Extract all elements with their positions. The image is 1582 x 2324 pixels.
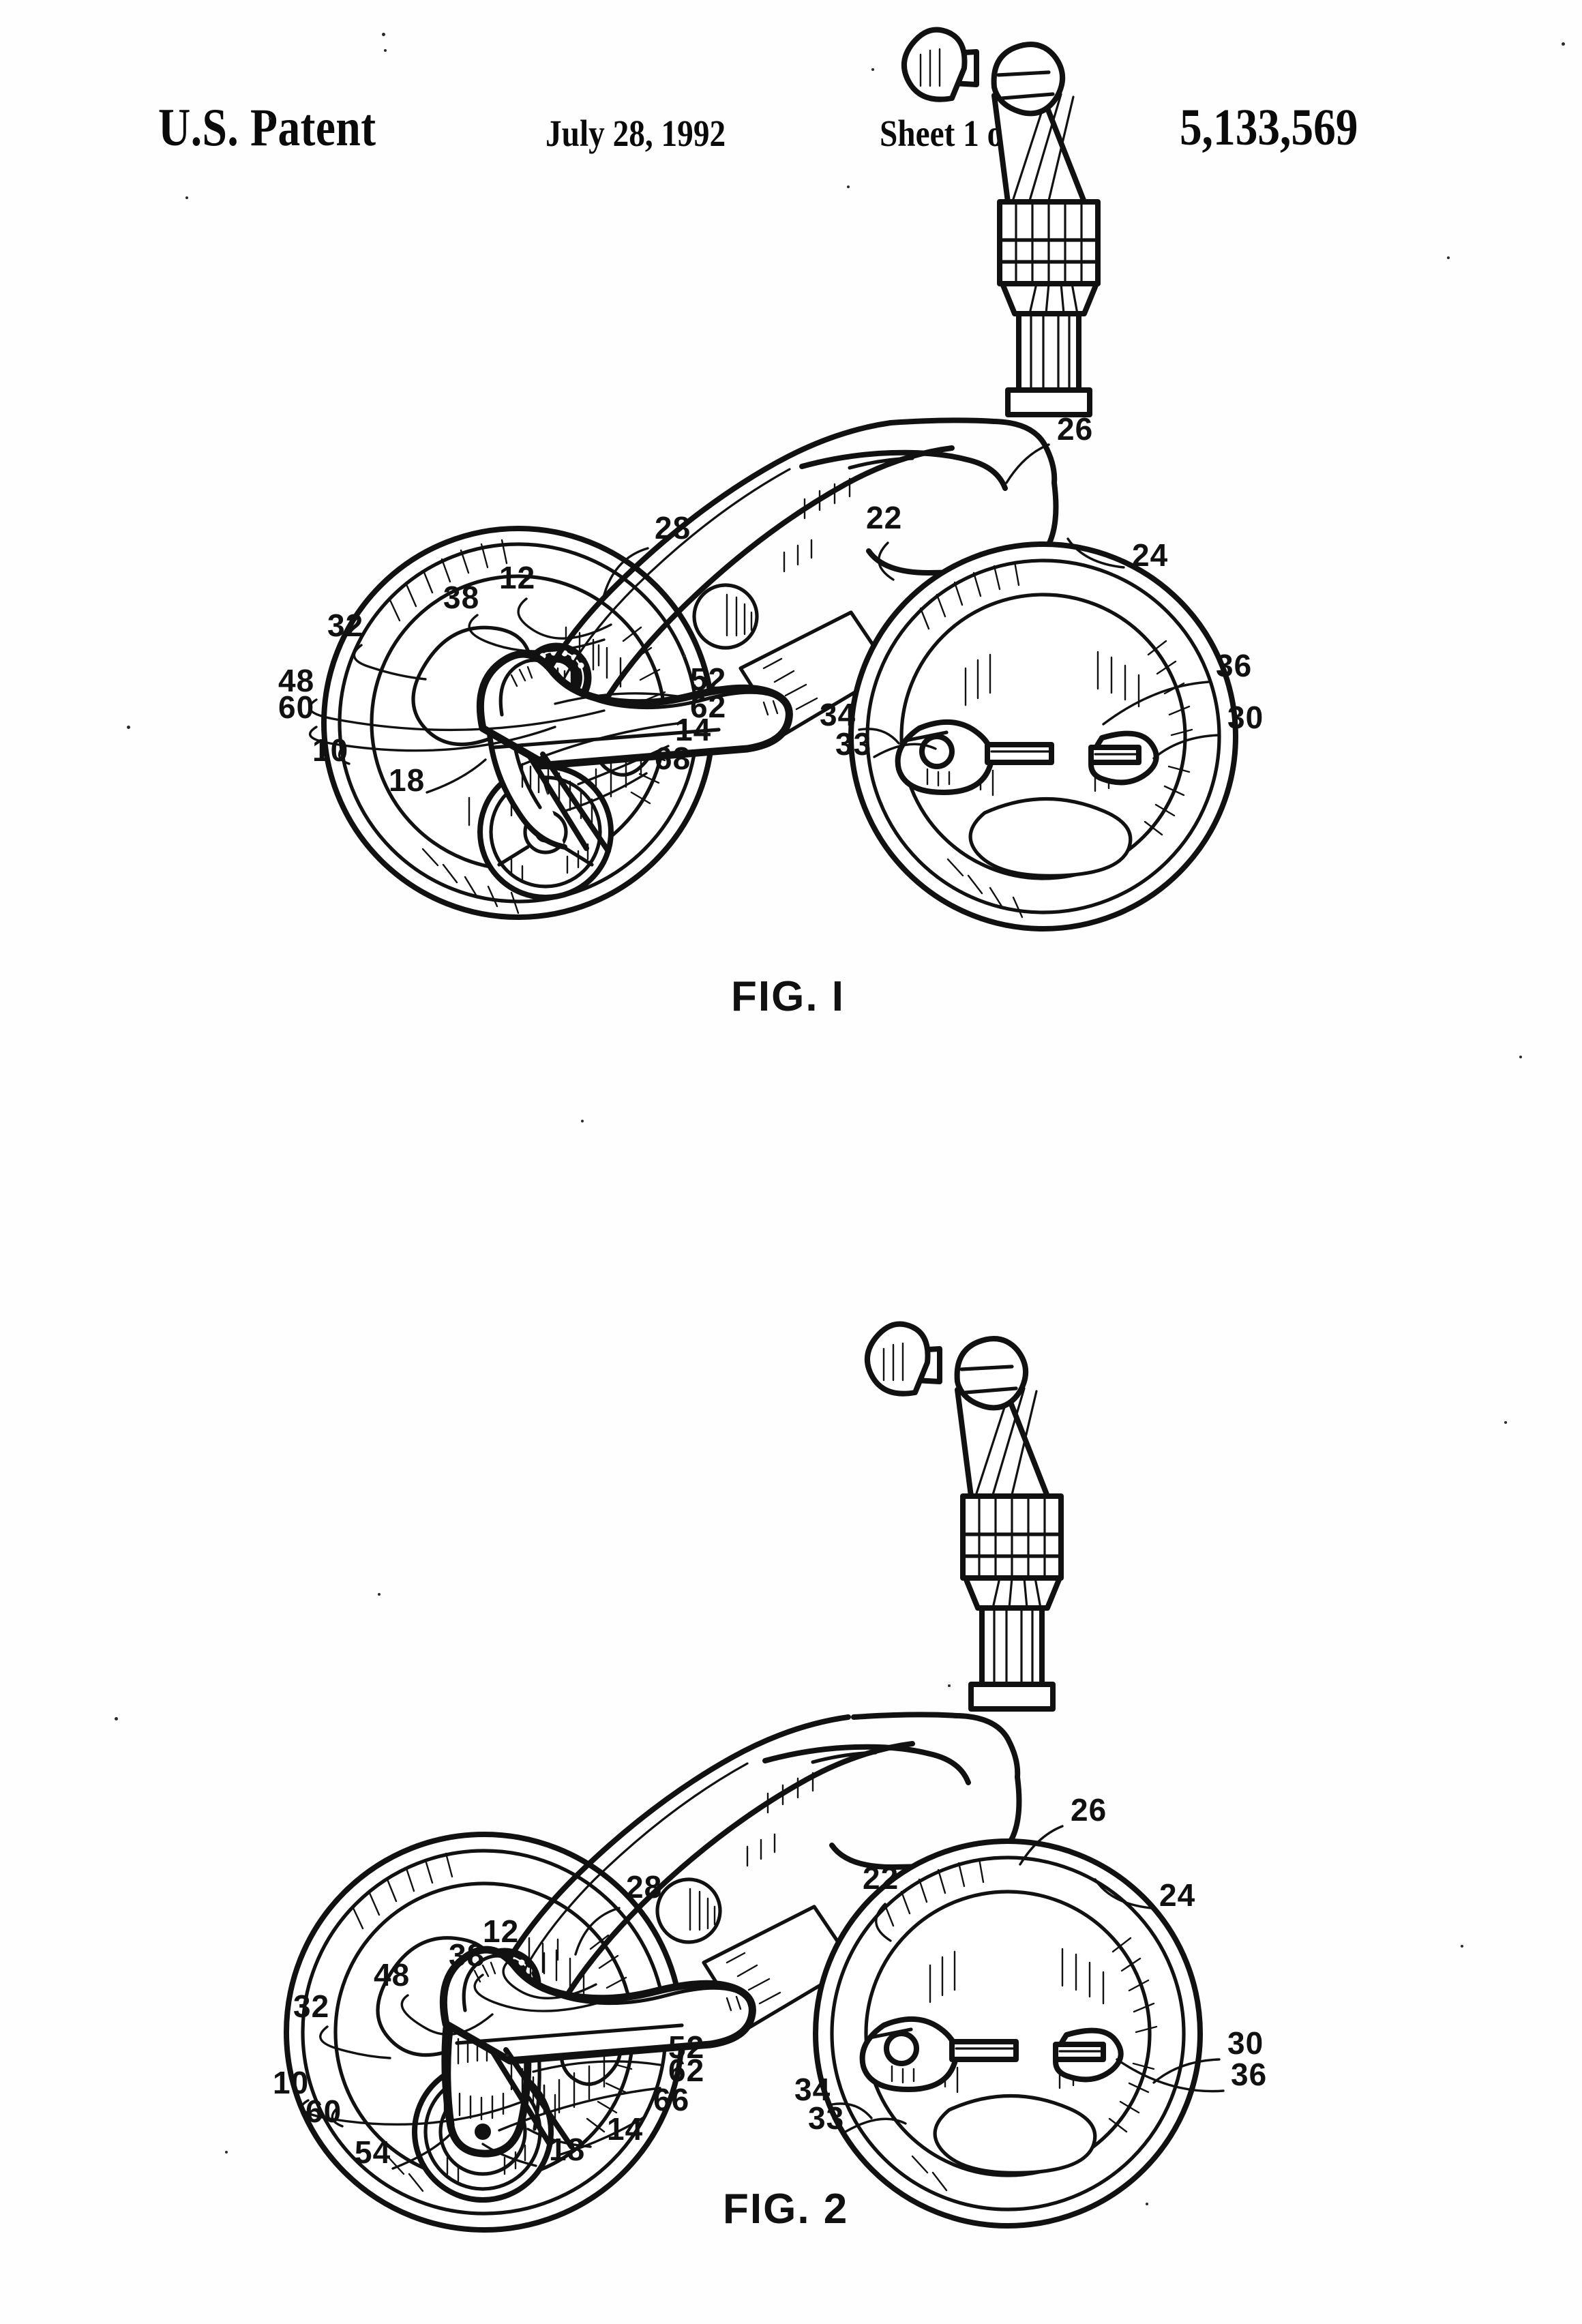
patent-header: U.S. Patent July 28, 1992 Sheet 1 of 3 5…: [0, 98, 1582, 175]
reference-numeral-62: 62: [690, 689, 726, 724]
seat-body: [476, 650, 793, 769]
reference-numeral-34: 34: [794, 2072, 831, 2107]
scan-speck: [1447, 256, 1450, 259]
reference-numeral-18: 18: [389, 762, 425, 798]
scan-speck: [127, 726, 130, 729]
scan-speck: [871, 68, 874, 71]
reference-numeral-12: 12: [499, 560, 535, 595]
reference-numeral-60: 60: [305, 2094, 342, 2129]
scan-speck: [378, 1593, 380, 1596]
hub-bolt-ring: [539, 649, 584, 669]
reference-numeral-10: 10: [312, 732, 348, 768]
front-wheel-assembly: [848, 541, 1238, 932]
frame-port-hole-2: [655, 1877, 722, 1944]
crank-pin: [919, 734, 955, 769]
link-pivot-dot: [475, 2124, 491, 2140]
scan-speck: [185, 196, 188, 199]
reference-numeral-52: 52: [690, 661, 726, 697]
reference-numeral-24: 24: [1159, 1877, 1195, 1913]
reference-numeral-30: 30: [1227, 700, 1264, 735]
seat-hatching: [510, 666, 788, 716]
seat: [476, 650, 793, 854]
fig2-lead-lines: [300, 1825, 1225, 2170]
reference-numeral-68: 68: [655, 741, 691, 776]
seat-post: [526, 751, 611, 854]
reference-numeral-48: 48: [278, 663, 314, 698]
scan-speck: [581, 1120, 584, 1122]
figure-2-caption: FIG. 2: [723, 2186, 848, 2233]
reference-numeral-26: 26: [1057, 411, 1093, 447]
reference-numeral-22: 22: [866, 500, 902, 535]
scan-speck: [1562, 42, 1565, 46]
steering-assembly: [901, 27, 1101, 417]
scan-speck: [269, 117, 271, 120]
reference-numeral-30: 30: [1227, 2025, 1264, 2061]
crank-pedal-assembly: [895, 719, 1159, 795]
frame-lower-edge: [586, 445, 955, 732]
reference-numeral-24: 24: [1132, 537, 1168, 573]
reference-numeral-32: 32: [293, 1988, 329, 2024]
patent-office-label: U.S. Patent: [158, 98, 376, 157]
reference-numeral-38: 38: [449, 1937, 485, 1973]
reference-numeral-28: 28: [655, 510, 691, 546]
scan-speck: [225, 2151, 228, 2154]
patent-number: 5,133,569: [1180, 99, 1358, 156]
front-wheel-opening: [968, 796, 1133, 878]
reference-numeral-66: 66: [653, 2082, 689, 2117]
seat-body-2: [439, 1946, 756, 2065]
pedal-shaft-left: [985, 742, 1054, 765]
front-wheel-assembly-2: [813, 1838, 1203, 2229]
patent-issue-date: July 28, 1992: [546, 113, 726, 154]
figure-1-caption: FIG. I: [731, 973, 845, 1020]
fig1-lead-lines: [308, 443, 1221, 813]
reference-numeral-48: 48: [374, 1957, 410, 1993]
scan-speck: [847, 185, 850, 188]
reference-numeral-22: 22: [863, 1860, 899, 1896]
scan-speck: [1519, 1056, 1522, 1058]
reference-numeral-34: 34: [820, 697, 856, 732]
handlebar-knob: [901, 27, 968, 102]
reference-numeral-14: 14: [675, 712, 711, 747]
rear-tire-hatching: [389, 539, 670, 914]
reference-numeral-62: 62: [668, 2053, 704, 2088]
reference-numeral-28: 28: [626, 1869, 662, 1905]
scan-speck: [1461, 1945, 1463, 1948]
reference-numeral-18: 18: [549, 2132, 585, 2167]
frame-upper-edge: [525, 420, 893, 720]
reference-numeral-10: 10: [273, 2065, 309, 2100]
scan-speck: [382, 33, 385, 36]
reference-numeral-26: 26: [1071, 1792, 1107, 1828]
frame-port-hole: [692, 583, 759, 650]
scan-speck: [683, 655, 686, 657]
scan-speck: [1146, 2203, 1148, 2205]
reference-numeral-52: 52: [668, 2029, 704, 2065]
scan-speck: [1504, 1421, 1507, 1424]
reference-numeral-38: 38: [443, 580, 479, 615]
handlebar-hub: [991, 42, 1066, 117]
reference-numeral-36: 36: [1216, 648, 1252, 683]
steering-collar: [1005, 387, 1092, 417]
reference-numeral-36: 36: [1231, 2057, 1267, 2092]
reference-numeral-33: 33: [835, 726, 871, 762]
reference-numeral-12: 12: [483, 1913, 519, 1949]
scan-speck: [115, 1717, 118, 1720]
reference-numeral-14: 14: [607, 2111, 643, 2147]
scan-speck: [506, 2054, 509, 2057]
steering-assembly-2: [864, 1321, 1064, 1712]
frame-upper-edge-2: [481, 1714, 851, 2017]
frame-lower-edge-2: [546, 1741, 915, 2031]
scan-speck: [948, 1684, 951, 1687]
reference-numeral-60: 60: [278, 689, 314, 725]
reference-numeral-54: 54: [355, 2134, 391, 2170]
scan-speck: [384, 49, 387, 52]
front-wheel-opening-2: [933, 2094, 1097, 2175]
seat-2: [439, 1946, 756, 2149]
reference-numeral-32: 32: [327, 608, 363, 643]
reference-numeral-33: 33: [808, 2100, 844, 2136]
crank-pedal-assembly-2: [859, 2016, 1124, 2092]
